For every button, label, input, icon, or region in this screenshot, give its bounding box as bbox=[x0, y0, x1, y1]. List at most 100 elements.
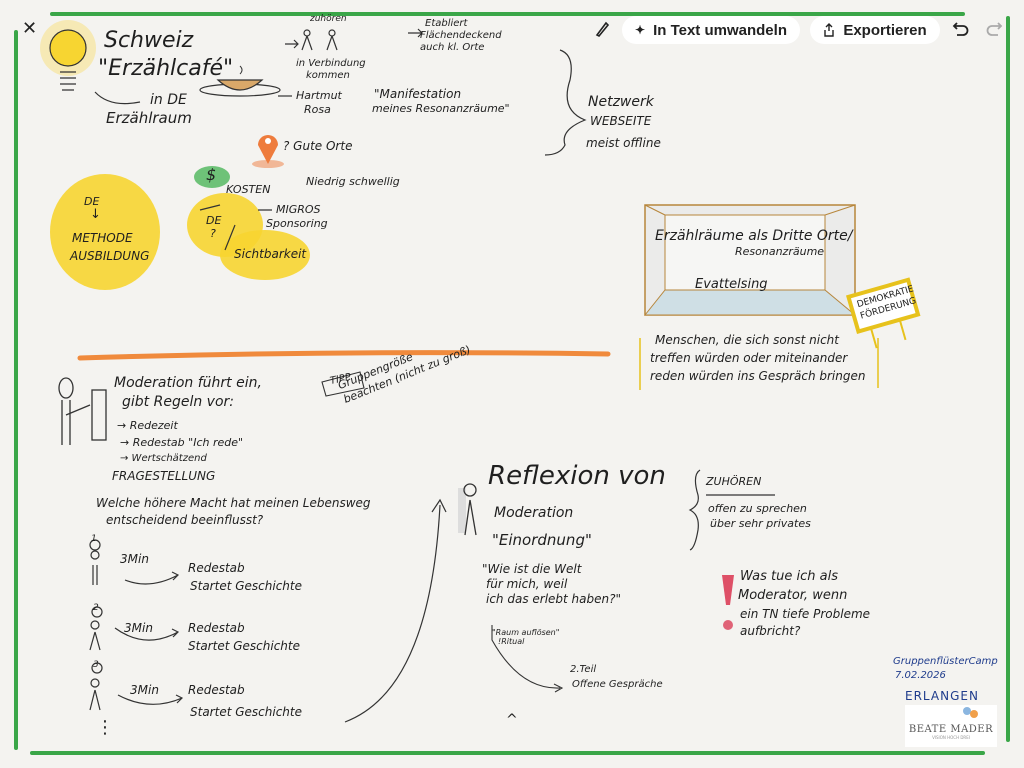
migros-1: MIGROS bbox=[276, 203, 321, 216]
redo-button[interactable] bbox=[985, 20, 1003, 42]
step-2-text-2: Startet Geschichte bbox=[188, 639, 300, 653]
undo-icon bbox=[952, 22, 969, 36]
niedrig-text: Niedrig schwellig bbox=[306, 175, 400, 188]
reflexion-title: Reflexion von bbox=[488, 461, 666, 491]
blob2-q: ? bbox=[210, 227, 216, 240]
rosa-1: Hartmut bbox=[296, 89, 342, 102]
step-1-text-2: Startet Geschichte bbox=[190, 579, 302, 593]
blob1-de: DE bbox=[84, 195, 100, 208]
raum-1: "Raum auflösen" bbox=[492, 628, 560, 637]
blob1-ausbildung: AUSBILDUNG bbox=[70, 249, 150, 263]
event-date: 7.02.2026 bbox=[895, 670, 946, 681]
exclamation-icon bbox=[722, 575, 734, 630]
frame-top bbox=[50, 12, 965, 16]
undo-button[interactable] bbox=[952, 20, 970, 42]
sparkle-icon: ✦ bbox=[635, 23, 646, 37]
manifestation-1: "Manifestation bbox=[374, 87, 462, 101]
people-icon bbox=[285, 28, 423, 51]
netzwerk-2: WEBSEITE bbox=[590, 114, 652, 128]
fragestellung: FRAGESTELLUNG bbox=[112, 469, 216, 483]
frame-left bbox=[14, 30, 18, 750]
frage-1: Welche höhere Macht hat meinen Lebensweg bbox=[96, 496, 371, 510]
pencil-icon bbox=[595, 21, 610, 38]
convert-label: In Text umwandeln bbox=[653, 21, 787, 39]
share-icon bbox=[824, 23, 835, 37]
manifestation-2: meines Resonanzräume" bbox=[372, 102, 510, 115]
logo-bubbles-icon bbox=[963, 707, 978, 718]
menschen-2: treffen würden oder miteinander bbox=[650, 351, 848, 365]
pen-button[interactable] bbox=[594, 20, 610, 42]
verbindung-2: kommen bbox=[306, 70, 350, 81]
dollar-icon: $ bbox=[206, 165, 217, 184]
frame-bottom bbox=[30, 751, 985, 755]
netzwerk-1: Netzwerk bbox=[588, 94, 654, 110]
frame-right bbox=[1006, 16, 1010, 742]
regel-1: → Redezeit bbox=[117, 419, 178, 432]
netzwerk-3: meist offline bbox=[586, 136, 661, 150]
title-erzaehlcafe: "Erzählcafé" bbox=[98, 56, 234, 81]
welt-3: ich das erlebt haben?" bbox=[486, 592, 622, 606]
blob1-methode: METHODE bbox=[72, 231, 133, 245]
close-button[interactable]: ✕ bbox=[22, 18, 37, 39]
step-3-time: 3Min bbox=[130, 683, 159, 697]
alert-1: Was tue ich als bbox=[740, 569, 838, 584]
event-place: ERLANGEN bbox=[905, 689, 979, 703]
democracy-sign bbox=[846, 277, 921, 349]
alert-3: ein TN tiefe Probleme bbox=[740, 607, 871, 621]
step-1-text-1: Redestab bbox=[188, 561, 245, 575]
reflexion-einordnung: "Einordnung" bbox=[492, 531, 592, 549]
logo-name: BEATE MADER bbox=[908, 724, 994, 735]
regel-2: → Redestab "Ich rede" bbox=[120, 436, 244, 449]
offen-1: offen zu sprechen bbox=[708, 502, 807, 515]
step-2-time: 3Min bbox=[124, 621, 153, 635]
room-title-2: Resonanzräume bbox=[735, 245, 825, 258]
moderation-2: gibt Regeln vor: bbox=[122, 394, 234, 410]
export-button[interactable]: Exportieren bbox=[810, 16, 940, 44]
raum-2: !Ritual bbox=[498, 637, 525, 646]
room-illustration bbox=[643, 204, 857, 316]
zuhoeren-small: zuhören bbox=[310, 14, 347, 24]
moderation-1: Moderation führt ein, bbox=[114, 375, 262, 391]
step-1-time: 3Min bbox=[120, 552, 149, 566]
frage-2: entscheidend beeinflusst? bbox=[106, 513, 264, 527]
title-schweiz: Schweiz bbox=[104, 28, 194, 53]
room-evattelsing: Evattelsing bbox=[695, 277, 768, 292]
scroll-up-button[interactable]: ^ bbox=[506, 712, 518, 728]
money-highlight bbox=[194, 166, 230, 188]
redo-icon bbox=[986, 22, 1003, 36]
step-3-text-2: Startet Geschichte bbox=[190, 705, 302, 719]
moderator-figure-icon bbox=[58, 377, 107, 445]
room-title-1: Erzählräume als Dritte Orte/ bbox=[655, 228, 853, 244]
alert-2: Moderator, wenn bbox=[738, 588, 848, 603]
alert-4: aufbricht? bbox=[740, 624, 801, 638]
blob1-arrow: ↓ bbox=[90, 207, 101, 222]
convert-to-text-button[interactable]: ✦ In Text umwandeln bbox=[622, 16, 800, 44]
welt-2: für mich, weil bbox=[486, 577, 568, 591]
step-1-number: 1 bbox=[91, 534, 97, 544]
continuation-dots: ⋮ bbox=[96, 717, 114, 738]
migros-2: Sponsoring bbox=[266, 217, 328, 230]
erzaehlraum-text: Erzählraum bbox=[106, 109, 192, 127]
step-2-number: 2 bbox=[93, 603, 99, 613]
step-3-text-1: Redestab bbox=[188, 683, 245, 697]
reflexion-moderation: Moderation bbox=[494, 505, 574, 521]
menschen-1: Menschen, die sich sonst nicht bbox=[655, 333, 839, 347]
sichtbarkeit-text: Sichtbarkeit bbox=[234, 247, 307, 261]
orange-divider bbox=[77, 350, 611, 361]
kosten-text: KOSTEN bbox=[226, 183, 271, 196]
gute-orte: ? Gute Orte bbox=[283, 139, 353, 153]
etabliert-2: Flächendeckend bbox=[420, 30, 502, 41]
close-icon: ✕ bbox=[22, 18, 38, 39]
step-3-number: 3 bbox=[93, 660, 99, 670]
step-2-text-1: Redestab bbox=[188, 621, 245, 635]
etabliert-3: auch kl. Orte bbox=[420, 42, 485, 53]
regel-3: → Wertschätzend bbox=[120, 453, 207, 464]
reflecting-person-icon bbox=[458, 483, 477, 536]
event-name: GruppenflüsterCamp bbox=[893, 656, 998, 667]
rosa-2: Rosa bbox=[304, 103, 331, 116]
coffee-cup-icon bbox=[199, 65, 281, 97]
menschen-3: reden würden ins Gespräch bringen bbox=[650, 369, 866, 383]
export-label: Exportieren bbox=[843, 21, 927, 39]
welt-1: "Wie ist die Welt bbox=[482, 562, 582, 576]
